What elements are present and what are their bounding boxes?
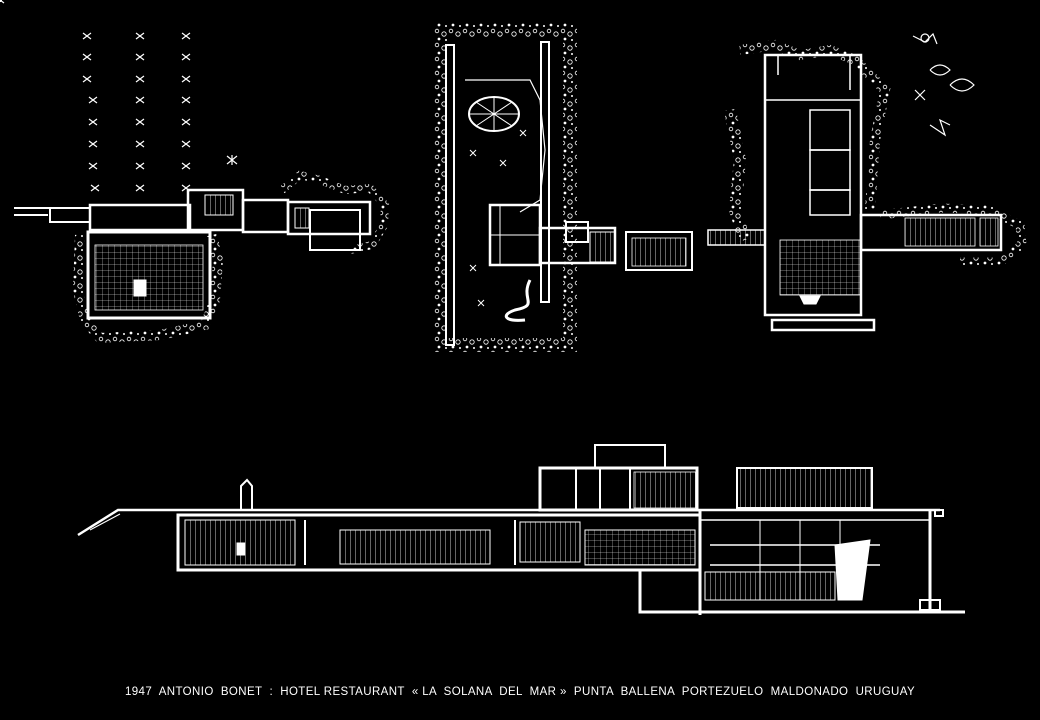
site-plan-left [0,0,390,344]
tree-grid [0,0,5,4]
building-section [77,444,965,615]
caption: 1947 ANTONIO BONET : HOTEL RESTAURANT « … [124,686,916,698]
site-plan-right [707,32,1027,332]
site-plan-center [433,23,693,352]
